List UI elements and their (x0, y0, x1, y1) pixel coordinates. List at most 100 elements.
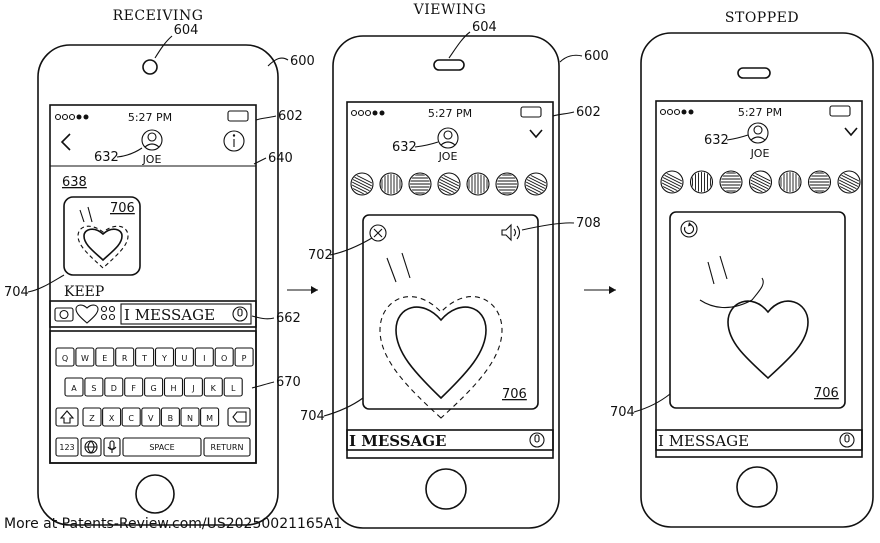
mic-icon[interactable] (232, 306, 248, 322)
key-label: H (170, 384, 176, 393)
globe-key[interactable] (80, 437, 102, 457)
chevron-down-icon[interactable] (529, 129, 543, 139)
return-key[interactable]: RETURN (203, 437, 251, 457)
key-label: P (242, 354, 247, 363)
effect-swatch[interactable] (524, 172, 548, 208)
keyboard (49, 330, 257, 464)
key-t[interactable]: T (135, 347, 155, 367)
ref-thread: 638 (62, 175, 87, 190)
avatar[interactable] (437, 127, 459, 149)
title-viewing: VIEWING (413, 2, 487, 18)
camera-icon[interactable] (54, 307, 74, 322)
volume-icon[interactable] (501, 223, 521, 242)
key-m[interactable]: M (200, 407, 220, 427)
home-button[interactable] (736, 466, 778, 508)
key-f[interactable]: F (124, 377, 144, 397)
title-stopped: STOPPED (725, 10, 799, 26)
space-key[interactable]: SPACE (122, 437, 202, 457)
key-c[interactable]: C (121, 407, 141, 427)
effect-swatch[interactable] (437, 172, 461, 208)
ref-keyboard: 670 (276, 375, 301, 390)
delete-key[interactable] (227, 407, 251, 427)
key-h[interactable]: H (163, 377, 184, 397)
apps-icon[interactable] (100, 305, 116, 321)
avatar[interactable] (747, 122, 769, 144)
replay-icon[interactable] (680, 220, 698, 238)
key-g[interactable]: G (144, 377, 164, 397)
footer-source: More at Patents-Review.com/US20250021165… (4, 516, 343, 532)
effect-swatch[interactable] (837, 170, 861, 206)
key-label: M (206, 414, 213, 423)
heart-icon (77, 225, 129, 269)
key-e[interactable]: E (95, 347, 115, 367)
key-y[interactable]: Y (154, 347, 175, 367)
ref-speaker: 604 (472, 20, 497, 35)
key-label: T (141, 354, 147, 363)
key-u[interactable]: U (174, 347, 194, 367)
numbers-key[interactable]: 123 (55, 437, 79, 457)
effect-swatch[interactable] (719, 170, 743, 194)
key-x[interactable]: X (102, 407, 122, 427)
message-bubble[interactable] (669, 211, 846, 409)
message-input[interactable] (120, 303, 252, 325)
compose-bar[interactable] (346, 429, 554, 451)
mic-icon (109, 440, 115, 450)
phone-viewing: VIEWING 604 600 602 5:27 PM JOE 632 702 (300, 2, 609, 529)
key-w[interactable]: W (75, 347, 95, 367)
key-v[interactable]: V (141, 407, 161, 427)
home-button[interactable] (135, 474, 175, 514)
effect-swatch[interactable] (689, 170, 714, 194)
ref-bubble: 706 (814, 386, 839, 401)
message-bubble[interactable] (63, 196, 141, 276)
key-label: L (231, 384, 236, 393)
key-label: G (150, 384, 156, 393)
signal-dots (659, 108, 694, 116)
key-label: V (148, 414, 154, 423)
effect-swatch[interactable] (748, 170, 773, 206)
key-label: K (211, 384, 217, 393)
screen (346, 101, 554, 459)
effect-swatch[interactable] (379, 172, 403, 196)
battery-icon (227, 110, 249, 122)
key-d[interactable]: D (104, 377, 124, 397)
effect-swatch[interactable] (350, 172, 374, 208)
effect-swatch[interactable] (495, 172, 519, 196)
message-bubble[interactable] (362, 214, 539, 410)
key-p[interactable]: P (234, 347, 254, 367)
back-chevron-icon[interactable] (60, 133, 71, 151)
key-b[interactable]: B (160, 407, 180, 427)
dictation-key[interactable] (103, 437, 121, 457)
mic-icon[interactable] (839, 432, 855, 448)
chevron-down-icon[interactable] (844, 127, 858, 137)
compose-bar[interactable] (655, 429, 863, 451)
effect-swatch[interactable] (466, 172, 490, 196)
key-n[interactable]: N (180, 407, 200, 427)
avatar[interactable] (141, 129, 163, 151)
effect-picker (660, 170, 861, 206)
home-button[interactable] (425, 468, 467, 510)
mic-icon[interactable] (529, 432, 545, 448)
key-i[interactable]: I (194, 347, 214, 367)
key-r[interactable]: R (115, 347, 135, 367)
key-z[interactable]: Z (82, 407, 102, 427)
key-a[interactable]: A (64, 377, 84, 397)
key-label: W (81, 354, 89, 363)
effect-swatch[interactable] (408, 172, 432, 196)
key-o[interactable]: O (214, 347, 234, 367)
shift-key[interactable] (55, 407, 79, 427)
effect-swatch[interactable] (660, 170, 684, 206)
key-q[interactable]: Q (55, 347, 75, 367)
key-k[interactable]: K (203, 377, 223, 397)
key-l[interactable]: L (223, 377, 243, 397)
effect-swatch[interactable] (778, 170, 802, 194)
key-s[interactable]: S (84, 377, 104, 397)
info-icon[interactable] (223, 130, 245, 152)
close-icon[interactable] (369, 224, 387, 242)
key-j[interactable]: J (183, 377, 203, 397)
heart-icon[interactable] (75, 304, 99, 324)
message-input-text: I MESSAGE (124, 306, 215, 324)
screen (655, 100, 863, 458)
effect-swatch[interactable] (807, 170, 832, 194)
ref-volume: 708 (576, 216, 601, 231)
